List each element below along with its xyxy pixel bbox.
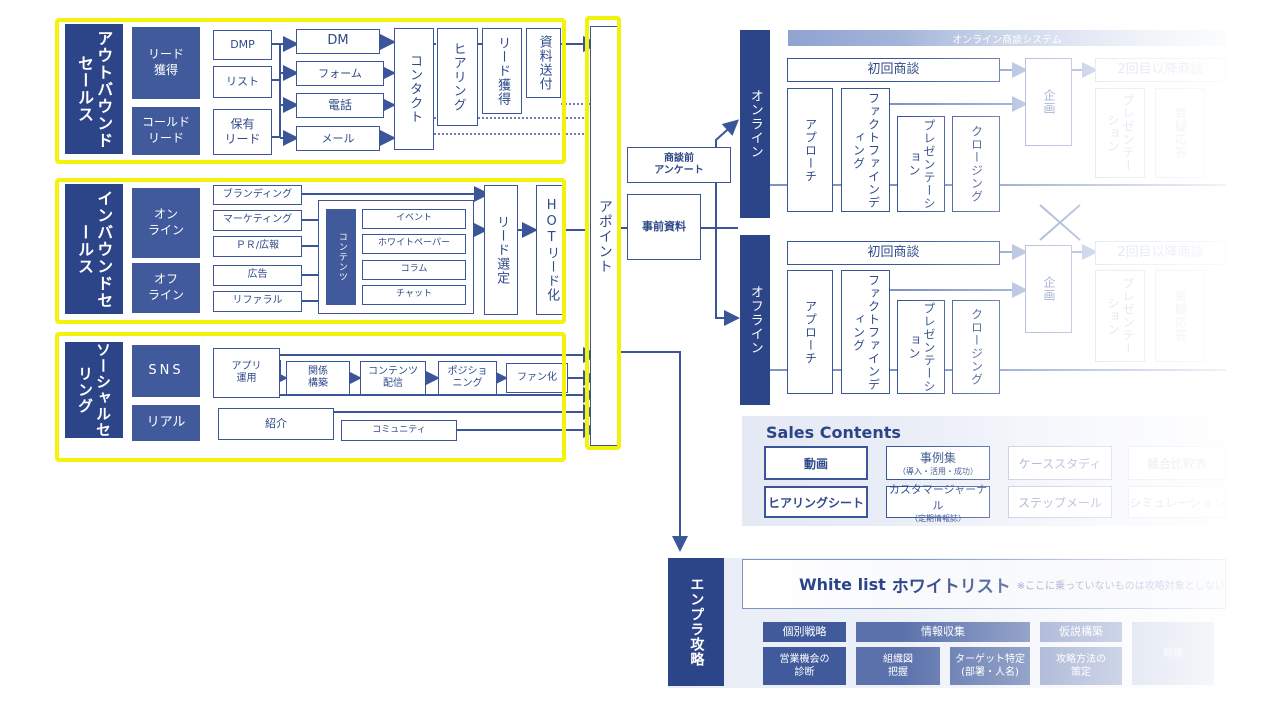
pre-material-box: 事前資料 [627, 194, 701, 260]
step-mail-label: ステップメール [1017, 495, 1102, 510]
intro-box: 紹介 [218, 408, 334, 440]
closing-online: クロージング [952, 116, 1000, 212]
case-study-label: ケーススタディ [1018, 456, 1102, 471]
ad-box: 広告 [213, 265, 302, 286]
cold-lead-tile: コールド リード [132, 107, 200, 155]
contents-tile: コンテンツ [326, 209, 356, 305]
right-edge-cut [1226, 0, 1280, 720]
dmp-box: DMP [213, 30, 272, 60]
whitepaper-box: ホワイトペーパー [362, 234, 466, 254]
second-meeting-online: 2回目以降商談 [1095, 58, 1226, 82]
step-mail-box: ステップメール [1008, 486, 1112, 518]
real-tile: リアル [132, 405, 200, 441]
competitor-label: 競合比較表 [1146, 456, 1207, 471]
list-box: リスト [213, 66, 272, 98]
hearing-sheet-label: ヒアリングシート [767, 495, 864, 510]
hearing-sheet-box: ヒアリングシート [764, 486, 868, 518]
content-delivery-box: コンテンツ 配信 [360, 361, 426, 395]
pr-box: ＰＲ/広報 [213, 236, 302, 257]
inbound-sales-label: インバウンドセールス [65, 184, 123, 314]
enterprise-label: エンプラ攻略 [668, 558, 724, 686]
case-studies-sub: （導入・活用・成功） [898, 467, 978, 476]
sns-tile: SNS [132, 345, 200, 397]
positioning-box: ポジショ ニング [438, 361, 497, 395]
relation-box: 関係 構築 [286, 361, 350, 395]
hot-lead-box: HOTリード化 [536, 185, 566, 315]
online-tile: オン ライン [132, 188, 200, 258]
offline-tile: オフ ライン [132, 263, 200, 313]
lead-acquisition-tile: リード 獲得 [132, 27, 200, 99]
case-studies-label: 事例集 [919, 451, 956, 465]
white-list-en: White list [799, 574, 886, 594]
planning-offline: 企画 [1025, 245, 1072, 333]
online-label: オンライン [740, 30, 770, 218]
appoint-column: アポイント [590, 26, 618, 446]
presentation2-offline: プレゼンテーション [1095, 270, 1145, 362]
sales-contents-title: Sales Contents [766, 423, 901, 442]
method-tile: 攻略方法の 策定 [1040, 647, 1122, 685]
first-meeting-offline: 初回商談 [787, 241, 1000, 265]
hypothesis-tile: 仮説構築 [1040, 622, 1122, 642]
outbound-sales-label: アウトバウンドセールス [65, 24, 123, 154]
target-tile: ターゲット特定 (部署・人名) [950, 647, 1030, 685]
app-ops-box: アプリ 運用 [213, 348, 280, 398]
hearing-box: ヒアリング [437, 28, 478, 126]
qa-online: 質疑応答 [1155, 88, 1205, 178]
lead-acq-box: リード獲得 [482, 28, 522, 114]
doc-send-box: 資料送付 [526, 28, 561, 98]
branding-box: ブランディング [213, 185, 302, 205]
approach-online: アプローチ [787, 88, 833, 212]
simulation-box: シミュレーション [1128, 486, 1226, 518]
customer-journal-label: カスタマージャーナル [888, 482, 988, 512]
presentation2-online: プレゼンテーション [1095, 88, 1145, 178]
form-box: フォーム [296, 61, 384, 86]
white-list-jp: ホワイトリスト [891, 576, 1011, 597]
fact-finding-offline: ファクトファインディング [841, 270, 890, 394]
pre-survey-box: 商談前 アンケート [627, 147, 731, 183]
individual-strategy-tile: 個別戦略 [763, 622, 846, 642]
diagnosis-tile: 営業機会の 診断 [763, 647, 846, 685]
white-list-bar: White list ホワイトリスト ※ここに乗っていないものは攻略対象としない… [742, 559, 1226, 609]
lead-select-box: リード選定 [484, 185, 518, 315]
simulation-label: シミュレーション [1129, 495, 1225, 510]
social-selling-label: ソーシャルセリング [65, 342, 123, 438]
fan-box: ファン化 [506, 363, 568, 393]
second-meeting-offline: 2回目以降商談 [1095, 241, 1226, 265]
closing-offline: クロージング [952, 300, 1000, 394]
marketing-box: マーケティング [213, 210, 302, 231]
case-study-box: ケーススタディ [1008, 446, 1112, 480]
fact-finding-online: ファクトファインディング [841, 88, 890, 212]
referral-box: リファラル [213, 291, 302, 312]
event-box: イベント [362, 209, 466, 229]
community-box: コミュニティ [341, 420, 457, 441]
planning-online: 企画 [1025, 58, 1072, 146]
online-meeting-system-bar: オンライン商談システム [788, 30, 1226, 46]
meeting-tile: 商談 [1132, 622, 1214, 685]
competitor-box: 競合比較表 [1128, 446, 1226, 480]
customer-journal-box: カスタマージャーナル（定期情報誌） [886, 483, 990, 523]
info-collect-tile: 情報収集 [856, 622, 1030, 642]
video-box: 動画 [764, 446, 868, 480]
video-label: 動画 [803, 456, 828, 471]
presentation-online: プレゼンテーション [897, 116, 945, 212]
customer-journal-sub: （定期情報誌） [910, 513, 966, 523]
case-studies-box: 事例集 （導入・活用・成功） [886, 446, 990, 480]
approach-offline: アプローチ [787, 270, 833, 394]
mail-box: メール [296, 126, 380, 151]
phone-box: 電話 [296, 93, 384, 118]
contact-box: コンタクト [394, 28, 434, 150]
dm-box: DM [296, 29, 380, 54]
owned-lead-box: 保有 リード [213, 109, 272, 155]
qa-offline: 質疑応答 [1155, 270, 1205, 362]
white-list-note: ※ここに乗っていないものは攻略対象としない顧客 [1016, 580, 1226, 592]
column-box: コラム [362, 260, 466, 280]
first-meeting-online: 初回商談 [787, 58, 1000, 82]
chat-box: チャット [362, 285, 466, 305]
offline-label: オフライン [740, 235, 770, 405]
presentation-offline: プレゼンテーション [897, 300, 945, 394]
org-chart-tile: 組織図 把握 [856, 647, 940, 685]
